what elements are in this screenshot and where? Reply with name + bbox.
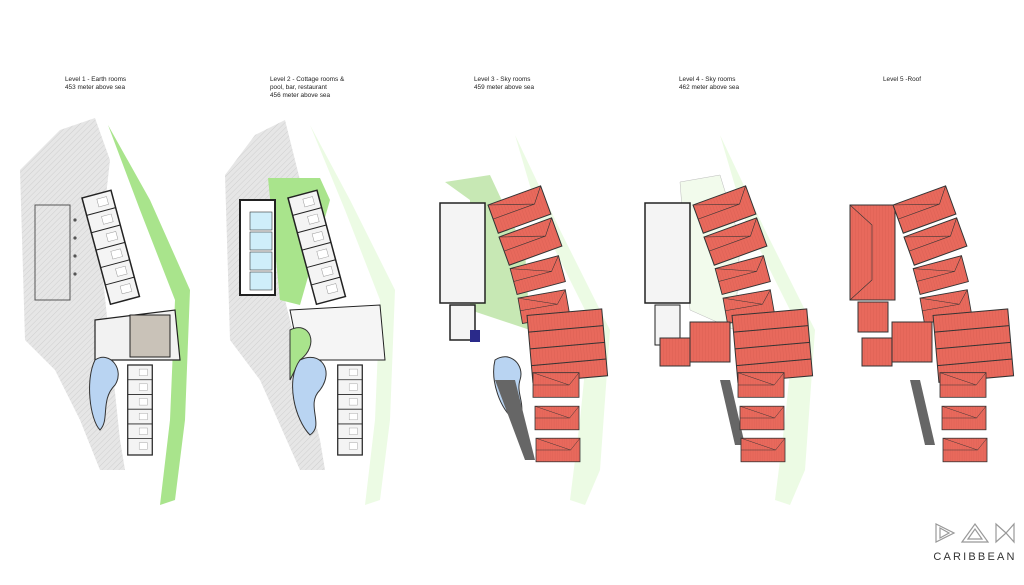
level-title: Level 2 - Cottage rooms & xyxy=(270,76,345,83)
level-1-label: Level 1 - Earth rooms 453 meter above se… xyxy=(65,76,126,92)
level-title: Level 4 - Sky rooms xyxy=(679,76,736,83)
level-2-label: Level 2 - Cottage rooms & pool, bar, res… xyxy=(270,76,344,100)
company-logo: CARIBBEAN xyxy=(930,522,1020,563)
roof-row xyxy=(861,185,1015,463)
level-3-label: Level 3 - Sky rooms 459 meter above sea xyxy=(474,76,534,92)
level-3-plan xyxy=(439,135,610,505)
level-title: Level 3 - Sky rooms xyxy=(474,76,531,83)
green-slope xyxy=(515,135,610,505)
level-4-plan xyxy=(644,135,815,505)
level-elevation: 453 meter above sea xyxy=(65,84,126,91)
roof-row xyxy=(659,185,814,463)
level-elevation: 462 meter above sea xyxy=(679,84,740,91)
level-2-plan xyxy=(225,120,395,505)
level-elevation: 456 meter above sea xyxy=(270,92,331,99)
level-1-plan xyxy=(20,118,190,505)
level-title: Level 1 - Earth rooms xyxy=(65,76,127,83)
logo-brand-name: CARIBBEAN xyxy=(933,551,1017,563)
level-title: Level 5 -Roof xyxy=(883,76,922,83)
green-slope xyxy=(108,125,190,505)
level-5-plan xyxy=(849,185,1015,463)
green-slope xyxy=(720,135,815,505)
level-5-label: Level 5 -Roof xyxy=(883,76,921,84)
level-subtitle: pool, bar, restaurant xyxy=(270,84,327,91)
dam-logo-mark xyxy=(935,522,1015,544)
level-elevation: 459 meter above sea xyxy=(474,84,535,91)
level-4-label: Level 4 - Sky rooms 462 meter above sea xyxy=(679,76,739,92)
